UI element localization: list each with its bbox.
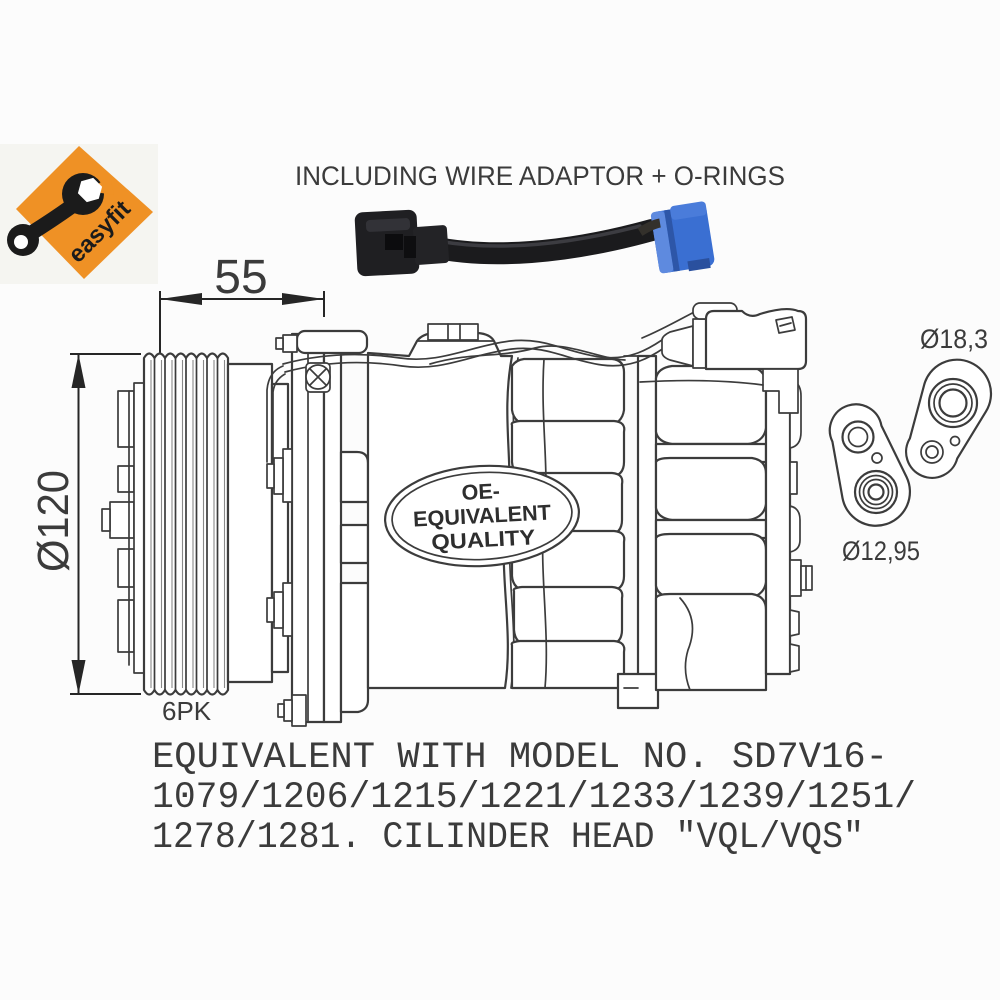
mount-bolt-middle <box>266 582 293 637</box>
rear-band <box>636 354 658 690</box>
top-port-bolt <box>427 323 479 341</box>
mount-bolt-top <box>266 448 293 503</box>
bracket-column <box>322 339 343 724</box>
dimension-55 <box>159 291 325 356</box>
badge-line1: OE- <box>461 479 500 505</box>
electrical-connector <box>639 302 808 414</box>
header-title: INCLUDING WIRE ADAPTOR + O-RINGS <box>295 161 785 191</box>
footer-line2: 1079/1206/1215/1221/1233/1239/1251/ <box>152 777 916 819</box>
wrench-ring-hole <box>14 235 28 249</box>
wrench-hex-nut <box>77 177 103 203</box>
easyfit-logo: easyfit <box>0 144 158 284</box>
mount-bolt-bottom <box>277 694 307 727</box>
pulley-rim <box>226 362 274 684</box>
adapter-cable-sheen <box>436 224 642 248</box>
harness-clip <box>305 362 331 393</box>
rear-port-fitting <box>789 559 813 597</box>
belt-type-label: 6PK <box>162 696 212 726</box>
badge-line3: QUALITY <box>431 525 536 554</box>
rear-head <box>654 364 768 692</box>
adapter-cable <box>421 219 663 265</box>
mount-foot <box>616 672 660 710</box>
footer-line1: EQUIVALENT WITH MODEL NO. SD7V16- <box>152 737 888 779</box>
top-lug <box>295 329 369 355</box>
adapter-blue-plug <box>650 201 715 274</box>
dim-120-label: Ø120 <box>29 470 78 572</box>
wire-harness <box>266 307 703 463</box>
pulley <box>101 352 290 696</box>
footer-text: EQUIVALENT WITH MODEL NO. SD7V16- 1079/1… <box>152 737 916 859</box>
dim-55-label: 55 <box>214 251 267 304</box>
wire-adapter-photo <box>354 201 715 277</box>
connector-boot <box>661 325 694 367</box>
fitting-large-port <box>905 358 993 479</box>
connector-window <box>385 234 403 250</box>
dimension-120 <box>70 353 141 695</box>
footer-line3: 1278/1281. CILINDER HEAD "VQL/VQS" <box>152 817 864 859</box>
small-port-label: Ø12,95 <box>842 536 920 566</box>
oe-quality-badge: OE- EQUIVALENT QUALITY <box>383 464 581 568</box>
rear-end-plate <box>764 366 813 676</box>
adapter-left-connector <box>354 209 450 277</box>
fitting-small-port <box>828 403 912 527</box>
large-port-label: Ø18,3 <box>920 324 988 354</box>
